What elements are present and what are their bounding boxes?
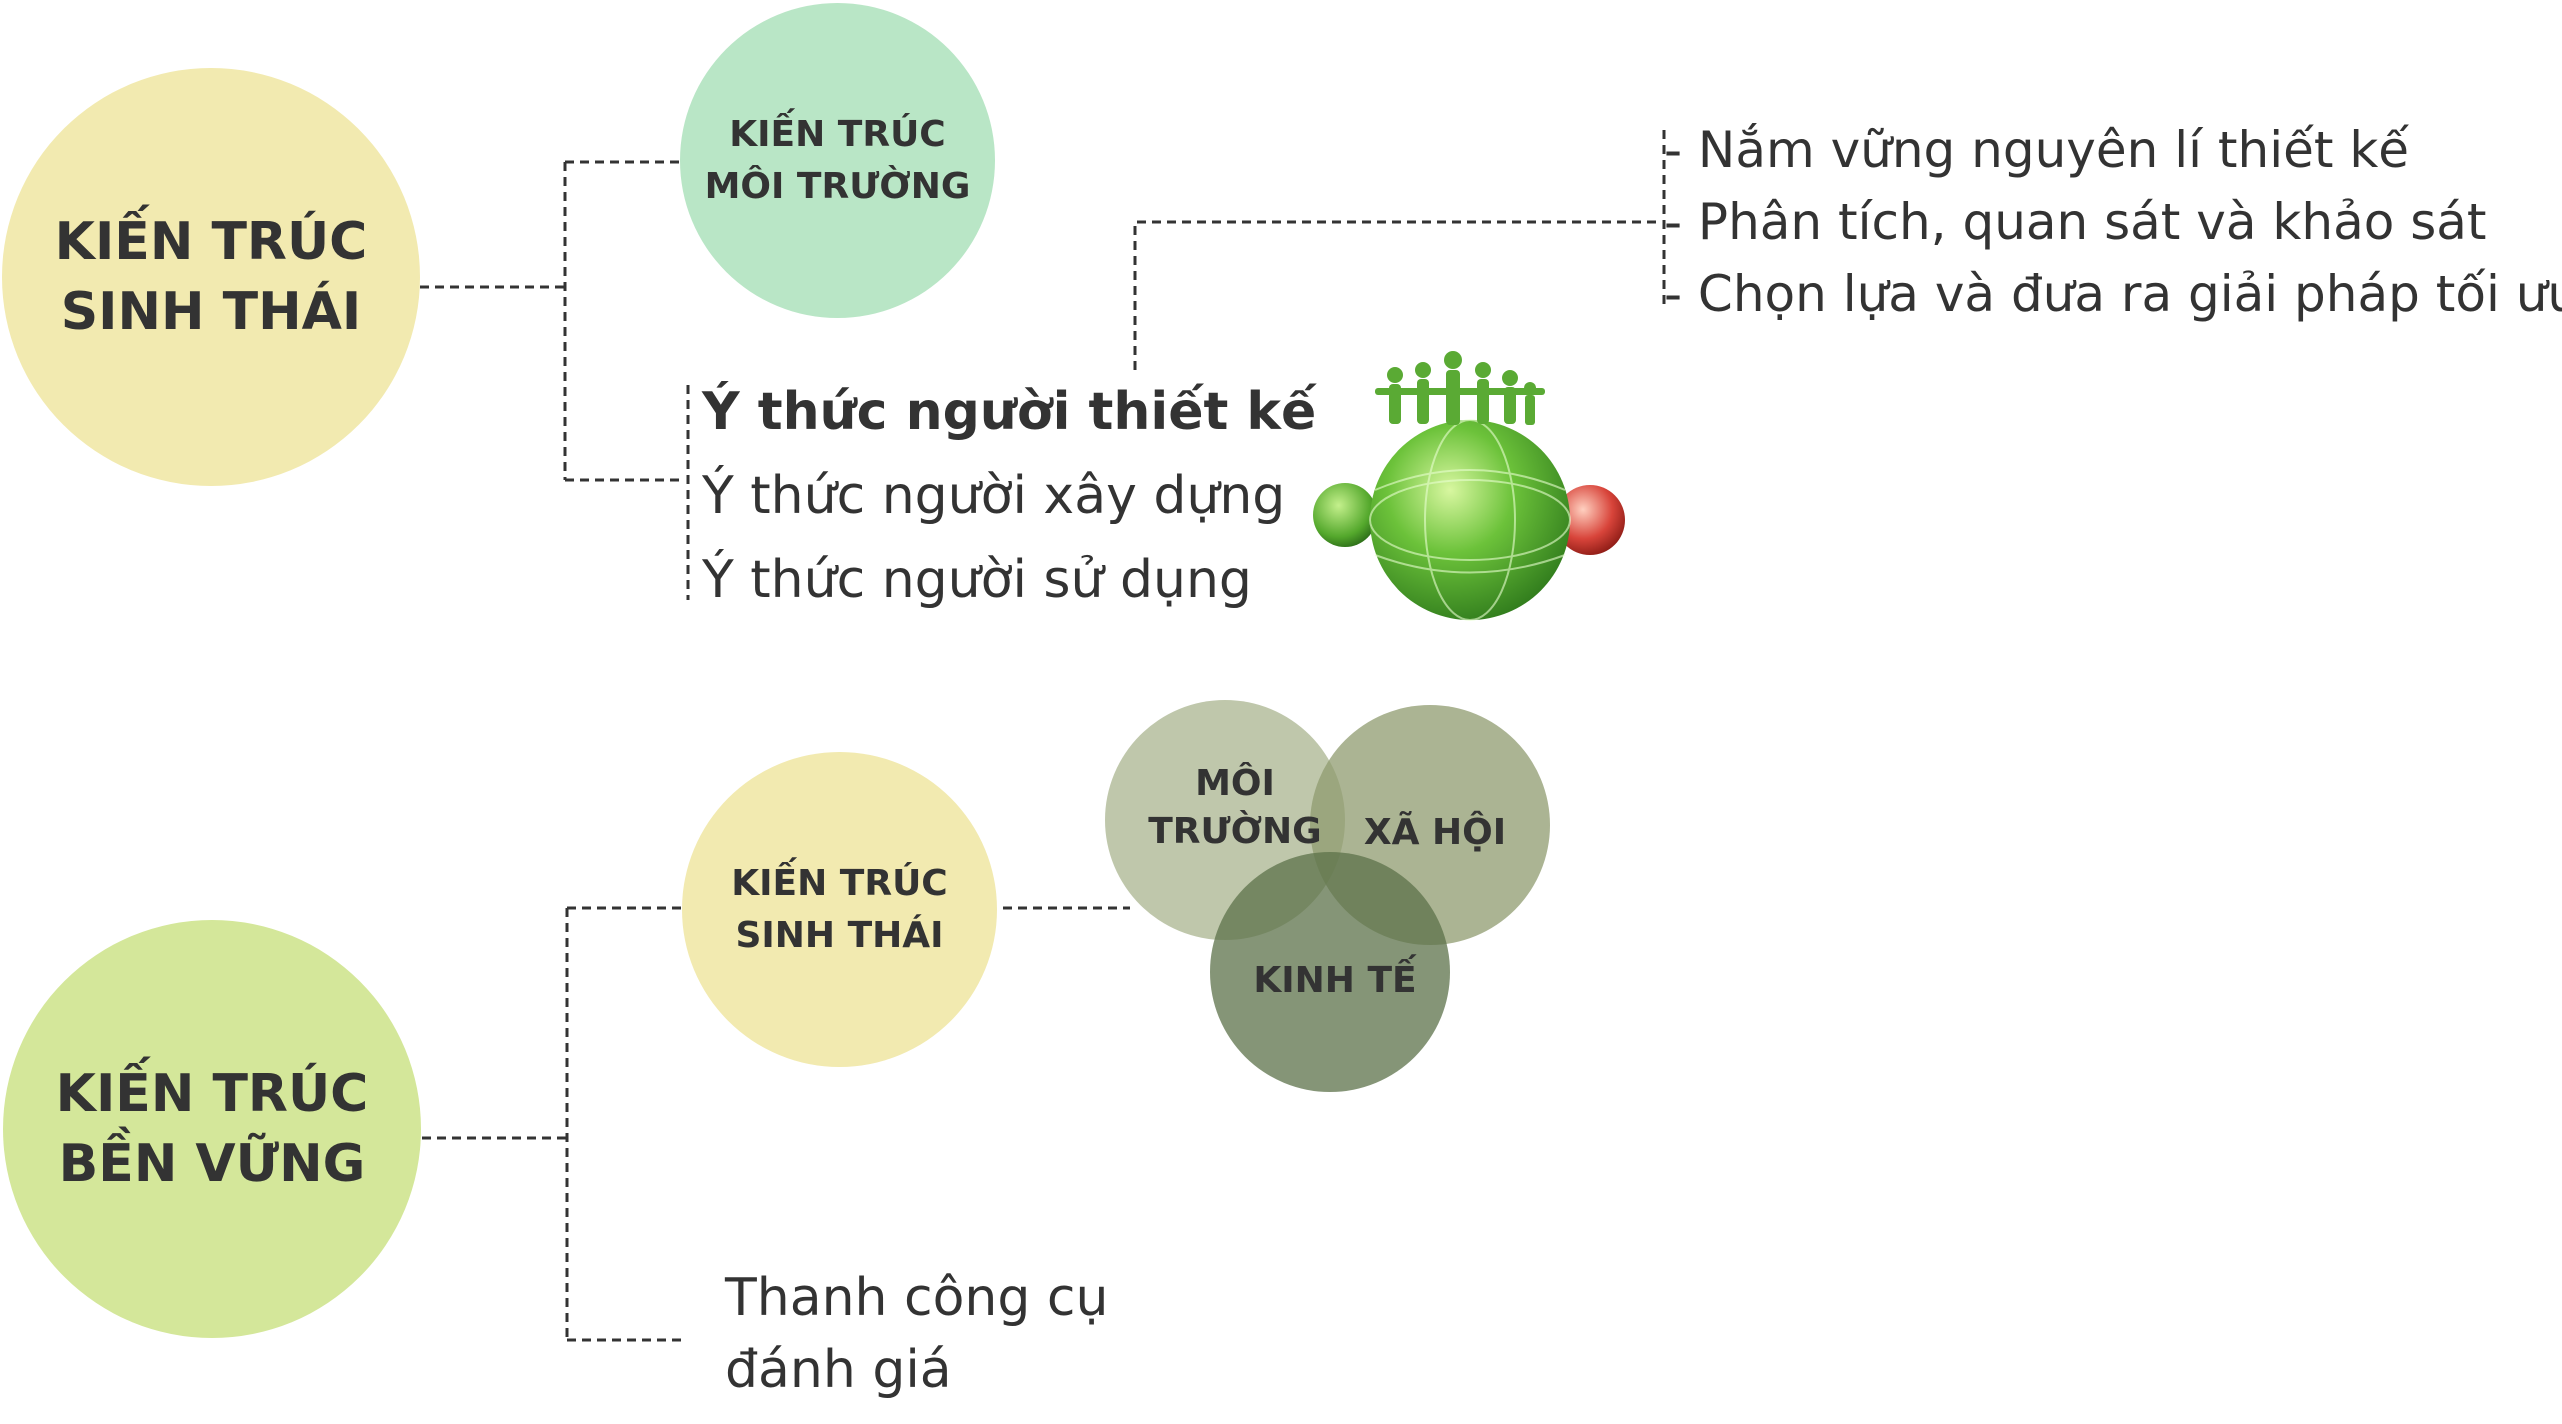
designer-task-item: - Chọn lựa và đưa ra giải pháp tối ưu [1664, 265, 2562, 323]
awareness-builder: Ý thức người xây dựng [702, 466, 1286, 526]
designer-task-item: - Nắm vững nguyên lí thiết kế [1664, 121, 2410, 179]
eco-architecture-circle: KIẾN TRÚC SINH THÁI [682, 752, 997, 1067]
awareness-designer: Ý thức người thiết kế [702, 382, 1317, 442]
designer-task-item: - Phân tích, quan sát và khảo sát [1664, 193, 2487, 251]
environmental-architecture-circle: KIẾN TRÚC MÔI TRƯỜNG [680, 3, 995, 318]
sustainable-architecture-main-circle: KIẾN TRÚC BỀN VỮNG [3, 920, 421, 1338]
assessment-tool-line-2: đánh giá [725, 1340, 952, 1400]
venn-society-label: XÃ HỘI [1363, 812, 1507, 853]
designer-task-list: - Nắm vững nguyên lí thiết kế - Phân tíc… [1664, 114, 2562, 330]
green-globe-people-illustration [1313, 351, 1625, 621]
venn-economy-label: KINH TẾ [1253, 960, 1417, 1001]
eco-architecture-main-label: KIẾN TRÚC SINH THÁI [54, 212, 368, 342]
eco-architecture-label: KIẾN TRÚC SINH THÁI [731, 862, 948, 956]
venn-economy-circle [1210, 852, 1450, 1092]
eco-architecture-main-circle: KIẾN TRÚC SINH THÁI [2, 68, 420, 486]
assessment-tool-text: Thanh công cụ đánh giá [725, 1262, 1108, 1406]
sustainable-architecture-main-label: KIẾN TRÚC BỀN VỮNG [55, 1064, 369, 1194]
assessment-tool-line-1: Thanh công cụ [725, 1268, 1109, 1328]
awareness-user: Ý thức người sử dụng [702, 550, 1252, 610]
environmental-architecture-label: KIẾN TRÚC MÔI TRƯỜNG [704, 113, 971, 207]
venn-environment-label: MÔI TRƯỜNG [1148, 763, 1322, 852]
sustainability-venn-diagram: MÔI TRƯỜNG XÃ HỘI KINH TẾ [1105, 695, 1565, 1095]
